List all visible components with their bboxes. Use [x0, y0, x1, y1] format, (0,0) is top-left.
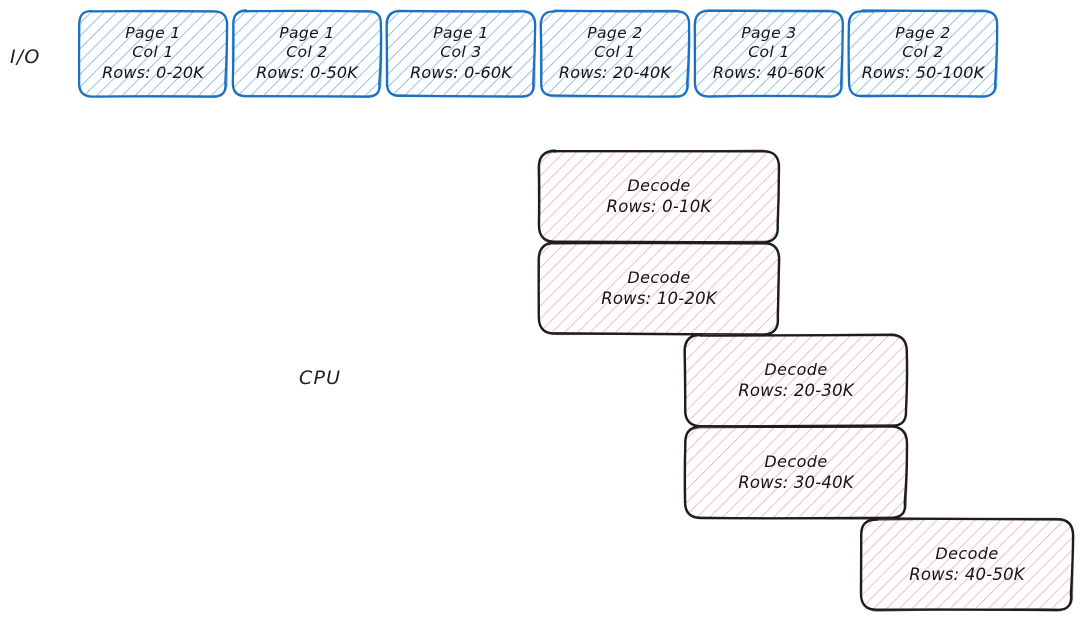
- io-task-box[interactable]: Page 2 Col 2 Rows: 50-100K: [847, 9, 999, 98]
- cpu-decode-rows: Rows: 10-20K: [601, 289, 717, 309]
- cpu-decode-label: Decode: [764, 451, 828, 471]
- cpu-decode-rows: Rows: 40-50K: [909, 565, 1025, 585]
- cpu-decode-label: Decode: [935, 543, 999, 563]
- lane-label-io: I/O: [10, 46, 41, 68]
- io-task-rows: Rows: 40-60K: [712, 63, 826, 83]
- cpu-decode-label: Decode: [627, 267, 691, 287]
- io-task-col: Col 1: [748, 43, 790, 62]
- io-task-box[interactable]: Page 2 Col 1 Rows: 20-40K: [539, 9, 691, 98]
- cpu-decode-box[interactable]: Decode Rows: 20-30K: [683, 333, 909, 428]
- io-task-rows: Rows: 50-100K: [861, 63, 985, 83]
- io-task-col: Col 1: [594, 43, 636, 62]
- io-task-page: Page 3: [741, 24, 797, 43]
- io-task-rows: Rows: 20-40K: [558, 63, 672, 83]
- cpu-decode-label: Decode: [764, 359, 828, 379]
- io-task-rows: Rows: 0-20K: [102, 63, 204, 83]
- io-task-col: Col 2: [286, 43, 328, 62]
- io-task-page: Page 1: [279, 24, 335, 43]
- lane-label-cpu: CPU: [299, 367, 342, 389]
- io-task-rows: Rows: 0-60K: [410, 63, 512, 83]
- io-task-page: Page 2: [895, 24, 951, 43]
- io-task-col: Col 1: [132, 43, 174, 62]
- cpu-decode-rows: Rows: 20-30K: [738, 381, 854, 401]
- cpu-decode-rows: Rows: 30-40K: [738, 473, 854, 493]
- cpu-decode-rows: Rows: 0-10K: [606, 197, 712, 217]
- io-task-box[interactable]: Page 1 Col 3 Rows: 0-60K: [385, 9, 537, 98]
- cpu-decode-label: Decode: [627, 175, 691, 195]
- io-task-rows: Rows: 0-50K: [256, 63, 358, 83]
- cpu-decode-box[interactable]: Decode Rows: 30-40K: [683, 425, 909, 520]
- io-task-box[interactable]: Page 1 Col 1 Rows: 0-20K: [77, 9, 229, 98]
- io-task-col: Col 3: [440, 43, 482, 62]
- cpu-decode-box[interactable]: Decode Rows: 0-10K: [537, 149, 781, 244]
- cpu-decode-box[interactable]: Decode Rows: 10-20K: [537, 241, 781, 336]
- io-task-col: Col 2: [902, 43, 944, 62]
- io-task-page: Page 1: [125, 24, 181, 43]
- io-task-box[interactable]: Page 3 Col 1 Rows: 40-60K: [693, 9, 844, 98]
- io-task-box[interactable]: Page 1 Col 2 Rows: 0-50K: [231, 9, 383, 98]
- io-task-page: Page 1: [433, 24, 489, 43]
- io-task-page: Page 2: [587, 24, 643, 43]
- cpu-decode-box[interactable]: Decode Rows: 40-50K: [859, 517, 1075, 612]
